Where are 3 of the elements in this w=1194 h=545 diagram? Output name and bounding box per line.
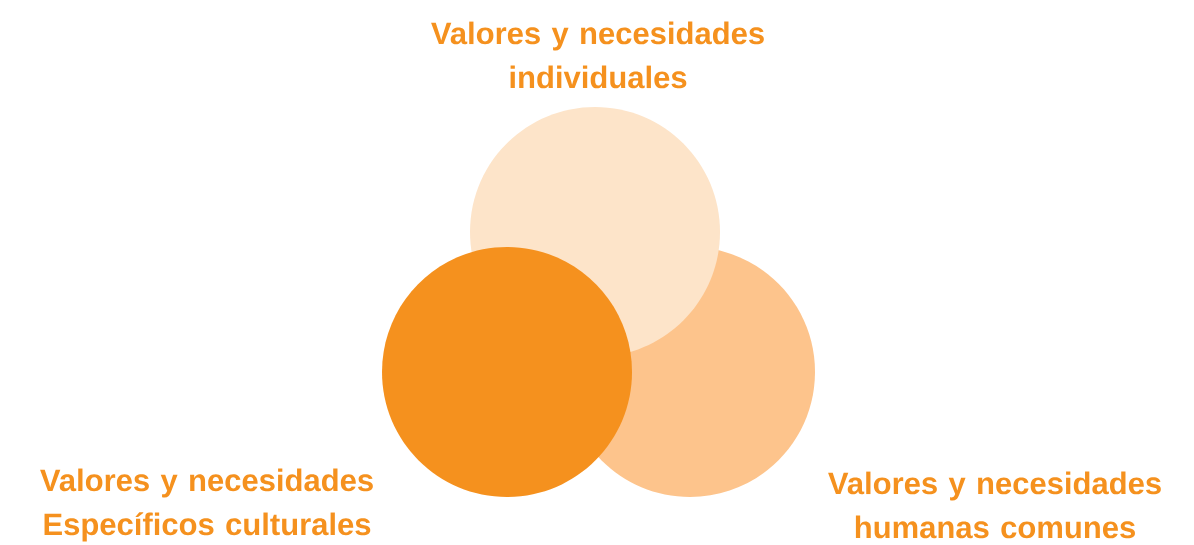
circle-label: Valores y necesidades individuales xyxy=(431,21,764,89)
circle-label: Valores y necesidades Específicos culturales xyxy=(40,468,373,542)
circle-label: Valores y necesidades humanas comunes xyxy=(828,471,1161,539)
